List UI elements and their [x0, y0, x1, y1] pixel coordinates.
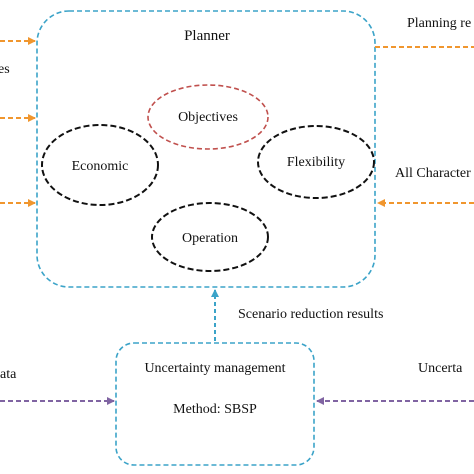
uncertainty-method: Method: SBSP [173, 402, 257, 417]
objectives-label: Objectives [178, 110, 238, 125]
economic-label: Economic [72, 159, 129, 174]
flexibility-label: Flexibility [287, 155, 345, 170]
planning-results-label: Planning re [407, 16, 471, 31]
economic-ellipse [41, 124, 159, 206]
planner-box [36, 10, 376, 288]
operation-label: Operation [182, 231, 238, 246]
all-characteristics-label: All Character [395, 166, 471, 181]
scenario-reduction-label: Scenario reduction results [238, 307, 383, 322]
uncertainty-box [115, 342, 315, 466]
uncertainty-title: Uncertainty management [144, 361, 285, 376]
planner-title: Planner [184, 28, 230, 44]
operation-ellipse [151, 202, 269, 272]
data-partial-label: ata [0, 367, 17, 382]
uncertainty-partial-label: Uncerta [418, 361, 463, 376]
objectives-ellipse [147, 84, 269, 150]
left-partial-label: es [0, 62, 10, 77]
flexibility-ellipse [257, 125, 375, 199]
